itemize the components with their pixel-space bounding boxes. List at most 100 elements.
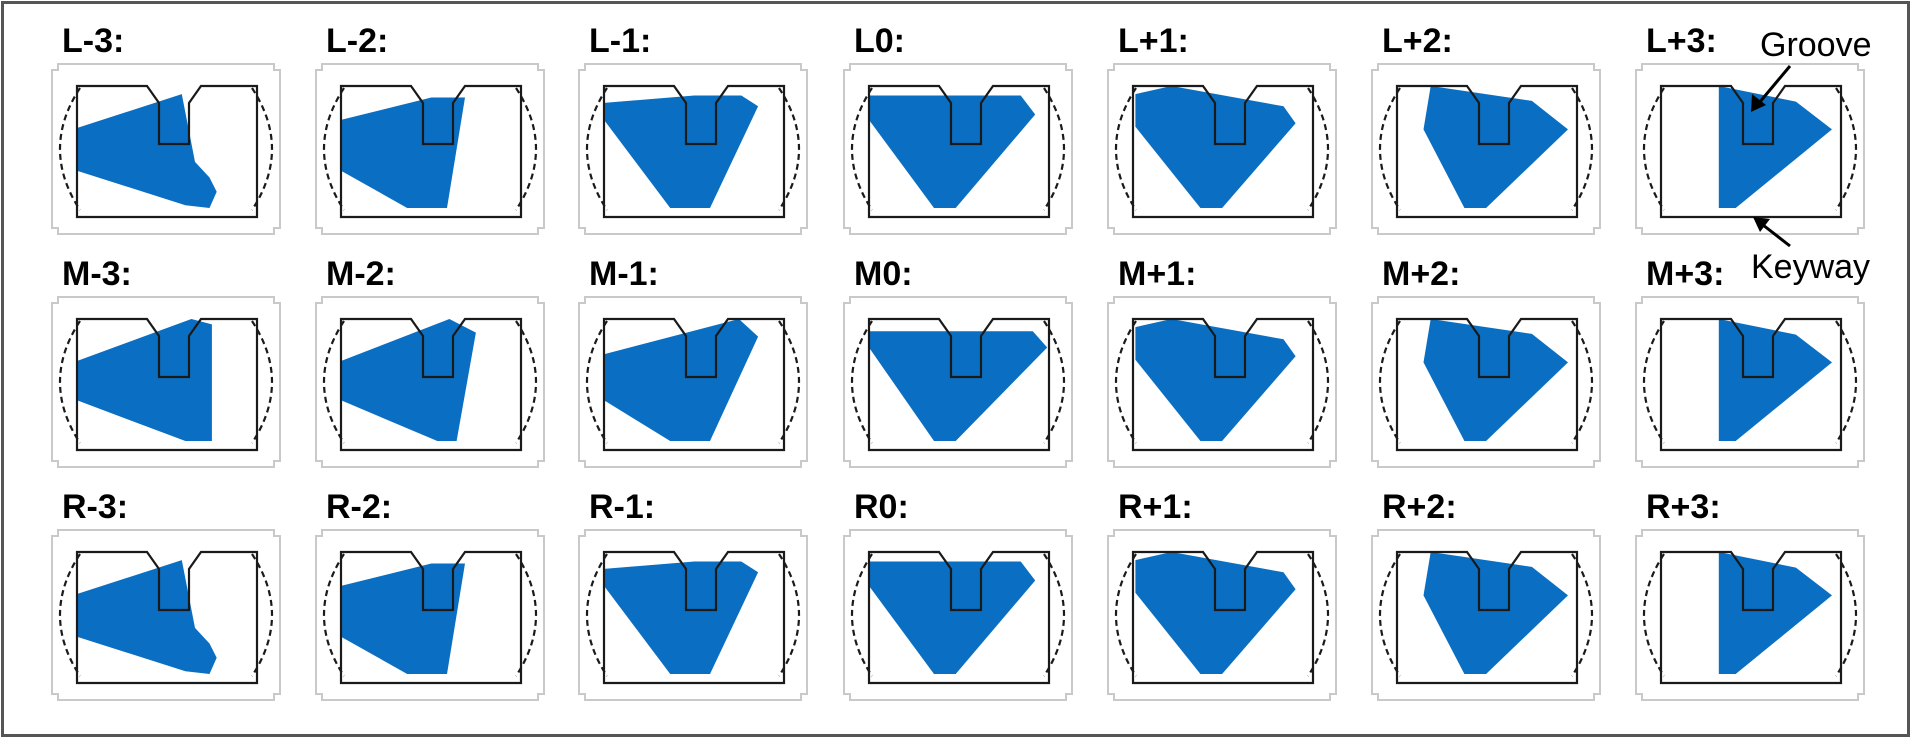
left-arc <box>1642 320 1665 444</box>
left-arc <box>322 87 345 211</box>
right-arc <box>251 320 274 444</box>
right-arc <box>515 87 538 211</box>
left-arc <box>850 553 873 677</box>
annotation-layer: Groove Keyway <box>1751 26 1872 286</box>
right-arc <box>1835 553 1858 677</box>
left-arc <box>1378 320 1401 444</box>
right-arc <box>515 320 538 444</box>
left-arc <box>1114 320 1137 444</box>
key-outline <box>1659 317 1843 452</box>
key-outline <box>1131 84 1315 219</box>
cells-layer: L-3:L-2:L-1:L0:L+1:L+2:L+3:M-3:M-2:M-1:M… <box>51 22 1865 701</box>
cell-frame <box>51 529 281 701</box>
right-arc <box>1571 320 1594 444</box>
cell-frame <box>315 296 545 468</box>
right-arc <box>1835 320 1858 444</box>
key-cell <box>1107 63 1337 235</box>
contact-region <box>604 319 759 441</box>
key-cell <box>578 529 808 701</box>
right-arc <box>1307 553 1330 677</box>
left-arc <box>850 87 873 211</box>
cell-label: R0: <box>854 488 909 526</box>
key-cell <box>1635 63 1865 235</box>
cell-label: L-1: <box>589 22 651 60</box>
cell-label: L+2: <box>1382 22 1453 60</box>
right-arc <box>1571 553 1594 677</box>
cell-label: R-2: <box>326 488 392 526</box>
contact-region <box>1423 319 1568 441</box>
key-outline <box>1131 550 1315 685</box>
cell-label: L+1: <box>1118 22 1189 60</box>
right-arc <box>778 553 801 677</box>
key-outline <box>602 317 786 452</box>
cell-label: L0: <box>854 22 905 60</box>
key-outline <box>1395 550 1579 685</box>
key-cell <box>315 296 545 468</box>
key-cell <box>843 63 1073 235</box>
groove-label: Groove <box>1760 26 1872 64</box>
keyway-label: Keyway <box>1751 248 1870 286</box>
key-outline <box>1659 84 1843 219</box>
cell-frame <box>315 63 545 235</box>
cell-label: R-1: <box>589 488 655 526</box>
key-cell <box>51 63 281 235</box>
key-cell <box>843 296 1073 468</box>
key-cell <box>1371 63 1601 235</box>
key-outline <box>1395 317 1579 452</box>
right-arc <box>778 320 801 444</box>
key-outline <box>75 550 259 685</box>
cell-label: L-2: <box>326 22 388 60</box>
cell-frame <box>1107 296 1337 468</box>
right-arc <box>515 553 538 677</box>
contact-region <box>341 97 465 208</box>
left-arc <box>322 553 345 677</box>
contact-region <box>869 95 1036 208</box>
contact-region <box>1718 86 1832 208</box>
cell-frame <box>1371 63 1601 235</box>
key-outline <box>1395 84 1579 219</box>
key-outline <box>867 550 1051 685</box>
contact-region <box>77 94 217 208</box>
key-cell <box>1635 296 1865 468</box>
contact-region <box>604 95 759 208</box>
key-outline <box>867 317 1051 452</box>
contact-region <box>1718 552 1832 674</box>
key-cell <box>315 529 545 701</box>
right-arc <box>1307 320 1330 444</box>
cell-frame <box>51 63 281 235</box>
key-outline <box>602 84 786 219</box>
cell-frame <box>578 63 808 235</box>
key-cell <box>1371 529 1601 701</box>
contact-region <box>1135 552 1296 674</box>
contact-region <box>869 331 1048 441</box>
contact-region <box>604 561 759 674</box>
cell-frame <box>51 296 281 468</box>
key-outline <box>1131 317 1315 452</box>
cell-label: M-1: <box>589 255 659 293</box>
cell-frame <box>578 296 808 468</box>
cell-frame <box>315 529 545 701</box>
key-outline <box>602 550 786 685</box>
key-cell <box>578 296 808 468</box>
key-cell <box>1107 529 1337 701</box>
key-outline <box>1659 550 1843 685</box>
right-arc <box>1571 87 1594 211</box>
key-outline <box>867 84 1051 219</box>
cell-label: M+1: <box>1118 255 1196 293</box>
key-cell <box>843 529 1073 701</box>
key-cell <box>578 63 808 235</box>
left-arc <box>585 87 608 211</box>
cell-label: M0: <box>854 255 913 293</box>
right-arc <box>1043 320 1066 444</box>
right-arc <box>1043 553 1066 677</box>
cell-label: R+3: <box>1646 488 1721 526</box>
cell-label: L-3: <box>62 22 124 60</box>
contact-region <box>1423 552 1568 674</box>
cell-frame <box>1371 296 1601 468</box>
cell-frame <box>578 529 808 701</box>
key-cell <box>51 529 281 701</box>
left-arc <box>58 320 81 444</box>
left-arc <box>58 553 81 677</box>
